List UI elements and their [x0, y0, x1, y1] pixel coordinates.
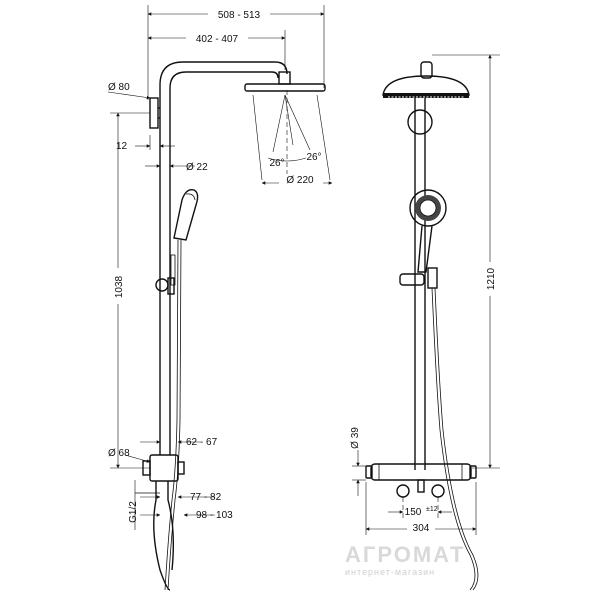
dimension-mixer-dia: Ø 68	[108, 448, 151, 463]
dimension-total-width: 508 - 513	[147, 5, 325, 100]
total-height-label: 1210	[486, 267, 497, 290]
wall-mount-side	[149, 97, 160, 129]
outlet-depth-1-label: 77 - 82	[190, 492, 222, 503]
mixer-width-label: 304	[413, 523, 430, 534]
total-width-label: 508 - 513	[218, 10, 261, 21]
side-view: 508 - 513 402 - 407 Ø 80 1038 12	[107, 5, 333, 591]
dimension-pipe-dia: Ø 22	[145, 162, 208, 173]
arm-reach-label: 402 - 407	[196, 34, 239, 45]
dimension-mount-dia: Ø 80	[107, 82, 151, 100]
hand-shower-side	[173, 189, 199, 241]
front-view: 1210 Ø 39 150 ±12 304	[350, 54, 500, 591]
escutcheon-dia-label: Ø 39	[350, 427, 361, 449]
spray-angle-right-label: 26°	[306, 152, 321, 163]
dimension-riser-height: 1038	[110, 112, 150, 469]
slider-side	[155, 254, 176, 295]
mount-dia-label: Ø 80	[108, 82, 130, 93]
hand-shower-front	[409, 189, 447, 273]
thermostat-mixer-side	[135, 454, 185, 591]
spray-angle-left-label: 26°	[269, 158, 284, 169]
mixer-dia-label: Ø 68	[108, 448, 130, 459]
dimension-outlet-2: 98 - 103	[140, 510, 233, 521]
riser-pipe-front	[414, 98, 426, 470]
spray-cone	[252, 90, 331, 181]
mixer-depth-label: 62 - 67	[186, 437, 218, 448]
dimension-wall-offset: 12	[116, 135, 175, 152]
head-dia-label: Ø 220	[286, 175, 314, 186]
wall-bracket-front	[407, 109, 433, 135]
watermark-tagline: интернет-магазин	[345, 567, 435, 577]
connection-spacing-label: 150	[405, 507, 422, 518]
dimension-spray-angles: 26° 26°	[269, 152, 321, 169]
slider-front	[399, 267, 438, 289]
connection-tolerance-label: ±12	[426, 506, 438, 513]
pipe-dia-label: Ø 22	[186, 162, 208, 173]
dimension-mixer-width: 304	[365, 482, 477, 535]
thermostat-mixer-front	[365, 463, 477, 498]
shower-arm	[159, 61, 288, 100]
outlet-depth-2-label: 98 - 103	[196, 510, 233, 521]
dimension-head-dia: Ø 220	[261, 174, 333, 186]
wall-offset-label: 12	[116, 141, 128, 152]
dimension-total-height: 1210	[432, 54, 500, 469]
riser-height-label: 1038	[114, 275, 125, 298]
dimension-outlet-1: 77 - 82	[140, 492, 222, 503]
dimension-connection: G1/2	[128, 480, 139, 530]
dimension-mixer-depth: 62 - 67	[140, 437, 218, 448]
dimension-arm-reach: 402 - 407	[147, 30, 286, 70]
connection-label: G1/2	[128, 501, 139, 523]
watermark-logo: АГРОМАТ интернет-магазин	[345, 542, 465, 577]
head-connector	[278, 71, 291, 85]
watermark-brand: АГРОМАТ	[345, 542, 465, 567]
overhead-shower-front	[382, 61, 470, 98]
hose-front	[431, 287, 479, 591]
dimension-escutcheon-dia: Ø 39	[350, 427, 366, 496]
dimension-connection-spacing: 150 ±12	[388, 506, 452, 518]
overhead-shower-side	[244, 83, 326, 92]
